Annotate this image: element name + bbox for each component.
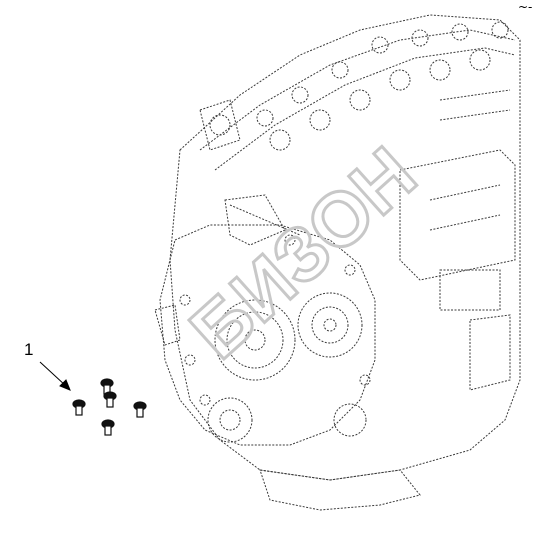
corner-mark: ~- [518,0,533,14]
bolt [103,391,117,408]
callout-label-1: 1 [24,340,34,359]
bolts-group [72,378,147,436]
crank-pulley [297,292,363,358]
lower-pulley [207,397,253,443]
bolt [72,399,86,416]
engine-block-outline [169,14,521,481]
cam-gear [214,299,296,381]
cylinder-head [199,29,516,151]
timing-cover [159,224,376,446]
callout-leader [39,361,71,391]
bolt [101,419,115,436]
bolt [133,401,147,418]
